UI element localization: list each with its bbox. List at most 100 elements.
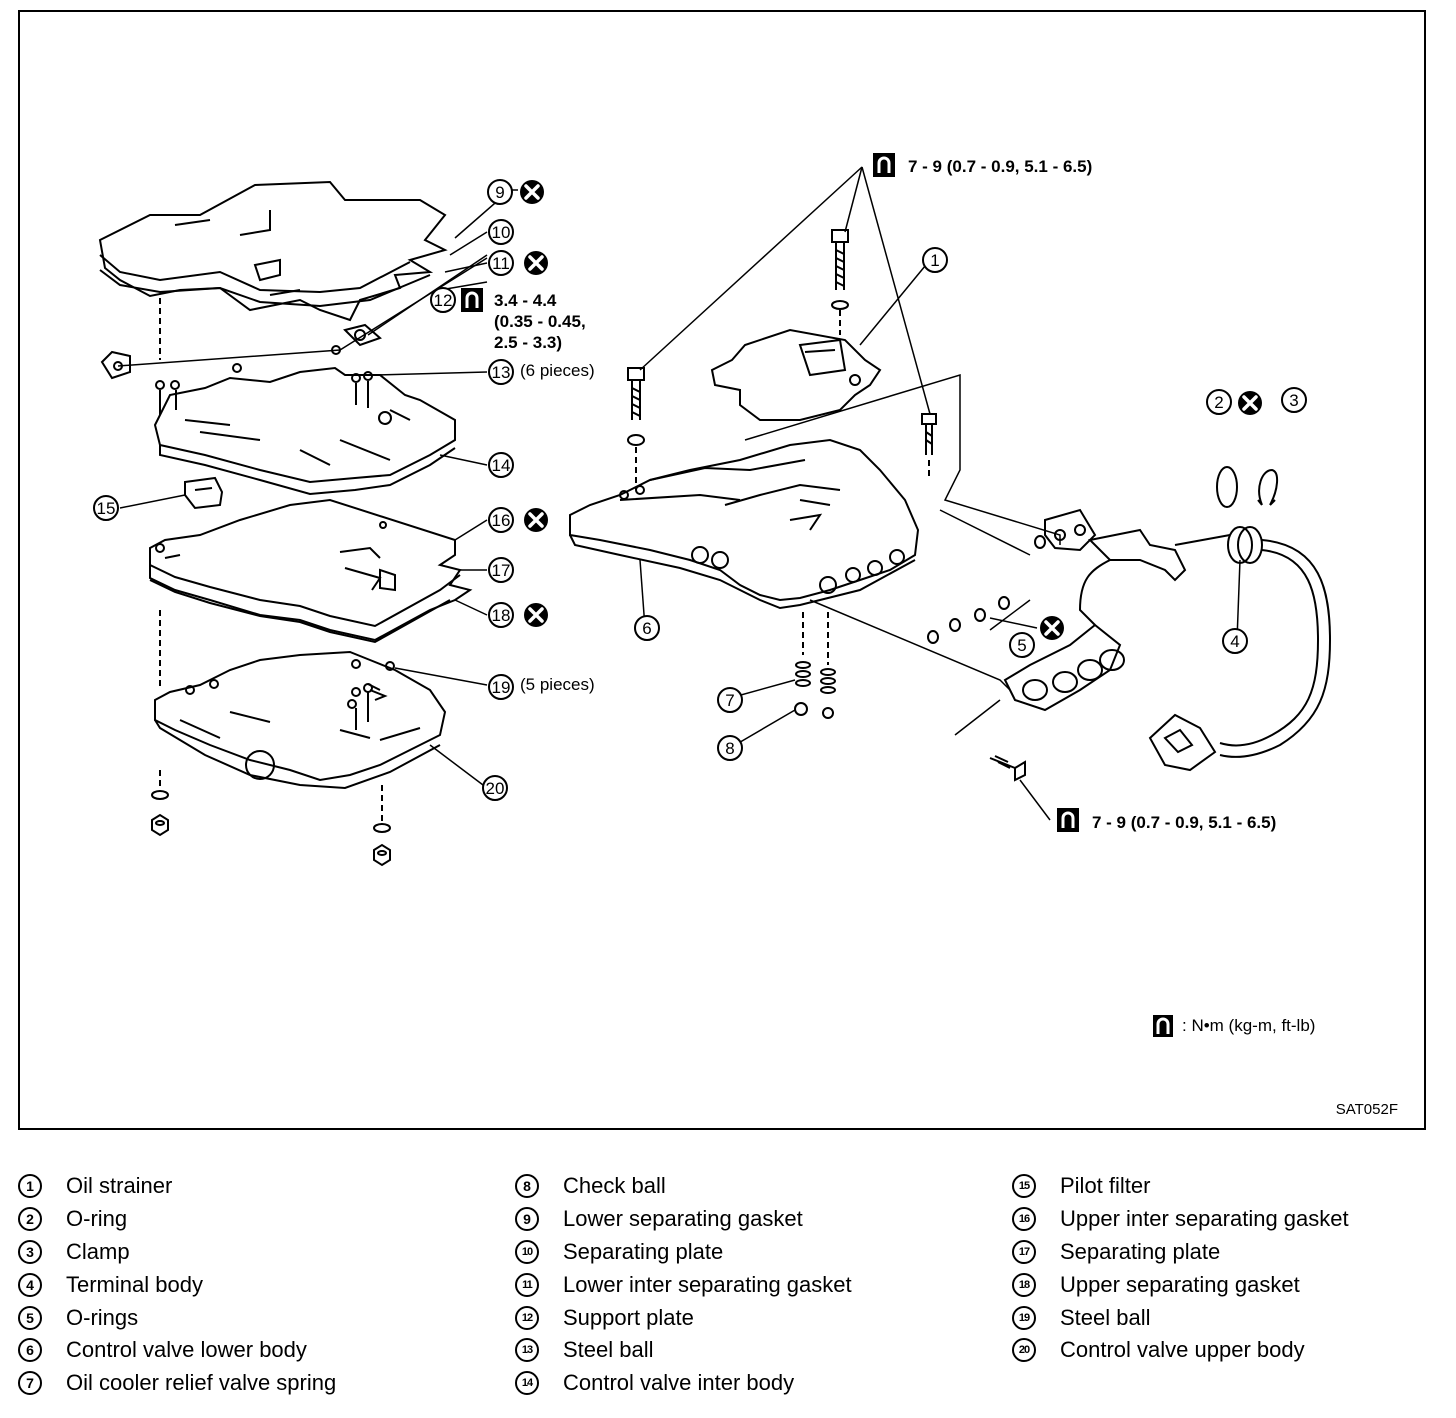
leader-lines <box>117 166 1241 821</box>
callout-3: 3 <box>1281 387 1307 413</box>
unit-note: : N•m (kg-m, ft-lb) <box>1152 1014 1315 1038</box>
torque-wrench-icon <box>871 151 897 179</box>
callout-1: 1 <box>922 247 948 273</box>
svg-text:20: 20 <box>486 779 505 798</box>
figure-code: SAT052F <box>1335 1101 1398 1118</box>
torque-support-line1: 3.4 - 4.4 <box>494 291 557 310</box>
torque-support-line3: 2.5 - 3.3) <box>494 333 562 352</box>
callout-17: 17 <box>488 557 514 583</box>
torque-wrench-icon <box>459 286 485 314</box>
svg-text:3: 3 <box>1289 391 1298 410</box>
callout-19: 19 <box>488 674 514 700</box>
torque-support-line2: (0.35 - 0.45, <box>494 312 586 331</box>
control-valve-lower-body <box>569 373 1061 610</box>
torque-annotations: 7 - 9 (0.7 - 0.9, 5.1 - 6.5) 3.4 - 4.4 (… <box>459 151 1276 834</box>
oil-strainer <box>710 328 882 421</box>
do-not-reuse-icon <box>522 249 550 277</box>
torque-wrench-icon <box>1153 1015 1173 1037</box>
torque-top-text: 7 - 9 (0.7 - 0.9, 5.1 - 6.5) <box>908 157 1092 176</box>
callout-13: 13 <box>488 359 514 385</box>
svg-text:15: 15 <box>97 499 116 518</box>
callout-15: 15 <box>93 495 119 521</box>
callout-7: 7 <box>717 687 743 713</box>
callout-4: 4 <box>1222 628 1248 654</box>
do-not-reuse-icon <box>1038 614 1066 642</box>
svg-text:11: 11 <box>492 254 510 273</box>
pieces-13-text: (6 pieces) <box>520 361 595 380</box>
do-not-reuse-icon <box>522 601 550 629</box>
svg-text:5: 5 <box>1017 636 1026 655</box>
lower-gasket-stack <box>98 180 448 360</box>
upper-gasket-stack <box>149 498 473 690</box>
callout-16: 16 <box>488 507 514 533</box>
svg-text:6: 6 <box>642 619 651 638</box>
callout-12: 12 <box>430 287 456 313</box>
torque-wrench-icon <box>1055 806 1081 834</box>
lower-nuts <box>151 770 391 867</box>
svg-text:4: 4 <box>1230 632 1239 651</box>
callout-5: 5 <box>1009 632 1035 658</box>
svg-text:10: 10 <box>492 223 511 242</box>
control-valve-inter-body <box>153 345 456 496</box>
svg-text:13: 13 <box>492 363 511 382</box>
callouts: 9 10 11 12 13 14 15 16 17 18 19 20 1 2 3… <box>93 179 1307 801</box>
figure-frame: SAT052F : N•m (kg-m, ft-lb) <box>18 10 1426 1130</box>
svg-text:18: 18 <box>492 606 511 625</box>
bolts-top <box>627 229 937 490</box>
o-rings-and-clamp <box>927 466 1278 644</box>
svg-text:7: 7 <box>725 691 734 710</box>
pilot-filter <box>184 476 224 510</box>
svg-text:14: 14 <box>492 456 511 475</box>
svg-text:16: 16 <box>492 511 511 530</box>
callout-18: 18 <box>488 602 514 628</box>
callout-2: 2 <box>1206 389 1232 415</box>
callout-8: 8 <box>717 735 743 761</box>
callout-6: 6 <box>634 615 660 641</box>
terminal-body-harness <box>809 508 1332 782</box>
torque-bottom-text: 7 - 9 (0.7 - 0.9, 5.1 - 6.5) <box>1092 813 1276 832</box>
unit-note-text: : N•m (kg-m, ft-lb) <box>1182 1016 1316 1035</box>
svg-text:12: 12 <box>434 291 453 310</box>
svg-text:17: 17 <box>492 561 511 580</box>
exploded-view-diagram: 9 10 11 12 13 14 15 16 17 18 19 20 1 2 3… <box>93 151 1332 867</box>
svg-text:1: 1 <box>930 251 939 270</box>
springs-and-check-ball <box>794 612 836 719</box>
svg-text:9: 9 <box>495 183 504 202</box>
callout-10: 10 <box>488 219 514 245</box>
callout-9: 9 <box>487 179 513 205</box>
control-valve-upper-body <box>154 650 447 790</box>
do-not-reuse-icon <box>518 178 546 206</box>
pieces-19-text: (5 pieces) <box>520 675 595 694</box>
callout-14: 14 <box>488 452 514 478</box>
svg-text:2: 2 <box>1214 393 1223 412</box>
svg-text:19: 19 <box>492 678 511 697</box>
callout-11: 11 <box>488 250 514 276</box>
svg-text:8: 8 <box>725 739 734 758</box>
do-not-reuse-icon <box>522 506 550 534</box>
callout-20: 20 <box>482 775 508 801</box>
